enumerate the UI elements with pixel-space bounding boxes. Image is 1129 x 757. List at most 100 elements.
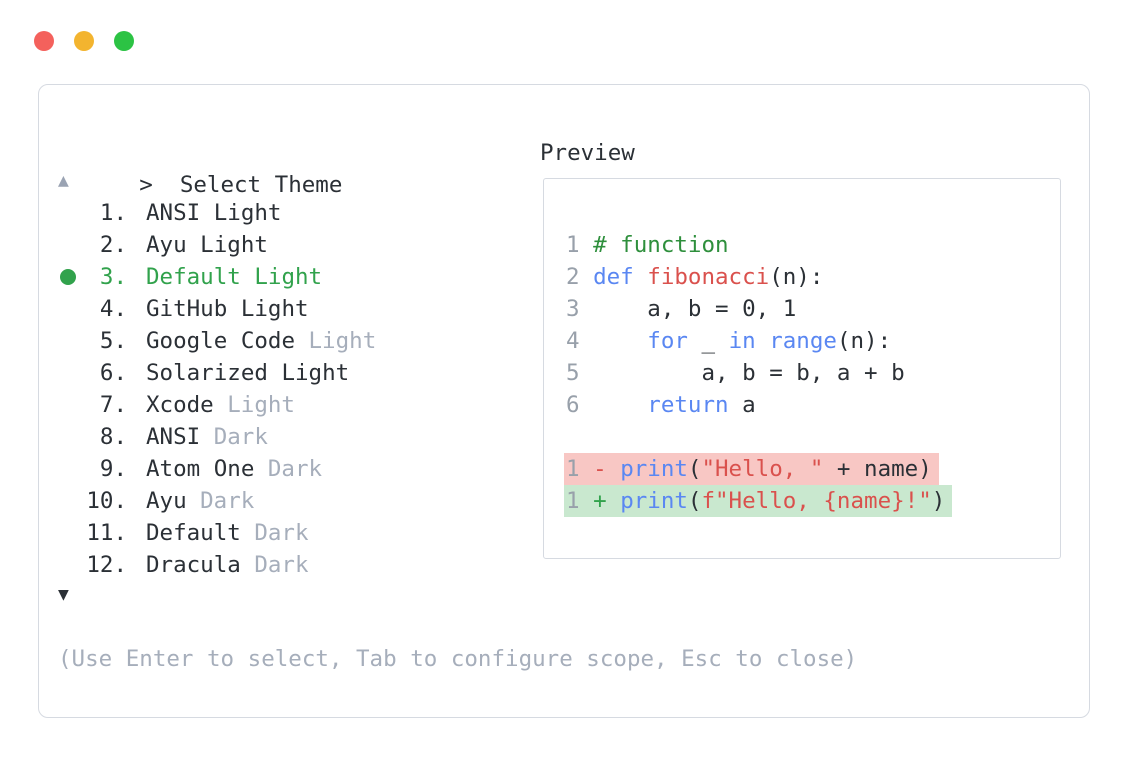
bullet-slot — [58, 197, 85, 229]
theme-item-number: 12. — [86, 552, 127, 578]
code-line: 1 # function — [566, 229, 1060, 261]
code-token: _ — [687, 328, 729, 354]
code-token: + — [593, 488, 607, 514]
theme-list-item[interactable]: 6. Solarized Light — [39, 357, 519, 389]
bullet-slot — [58, 357, 85, 389]
bullet-slot — [58, 453, 85, 485]
theme-item-name: GitHub Light — [146, 296, 309, 322]
code-token — [593, 392, 647, 418]
line-number: 3 — [566, 296, 594, 322]
theme-item-number: 11. — [86, 520, 127, 546]
theme-item-name: Google Code — [146, 328, 296, 354]
code-token: (n): — [836, 328, 892, 354]
line-number: 1 — [566, 488, 594, 514]
theme-list-item[interactable]: 2.Ayu Light — [39, 229, 519, 261]
theme-item-variant: Light — [308, 328, 377, 354]
line-number: 1 — [566, 232, 594, 258]
code-token: print — [620, 488, 688, 514]
theme-list-item[interactable]: 1. ANSI Light — [39, 197, 519, 229]
code-token: ( — [687, 456, 702, 482]
theme-item-name: Dracula — [146, 552, 241, 578]
theme-list-item[interactable]: 3. Default Light — [39, 261, 519, 293]
preview-title: Preview — [540, 140, 635, 166]
code-token: fibonacci — [647, 264, 770, 290]
code-token — [593, 328, 647, 354]
code-token: f"Hello, {name}!" — [701, 488, 932, 514]
diff-highlight-removed: 1 - print("Hello, " + name) — [564, 453, 939, 485]
code-token: def — [593, 264, 634, 290]
bullet-slot — [58, 325, 85, 357]
theme-item-name: Default — [146, 520, 241, 546]
bullet-slot — [58, 421, 85, 453]
code-token: range — [769, 328, 837, 354]
line-number: 1 — [566, 456, 594, 482]
code-token: + name) — [823, 456, 932, 482]
selected-dot-icon — [60, 269, 76, 285]
theme-item-number: 6. — [99, 360, 127, 386]
code-token: in — [728, 328, 756, 354]
bullet-slot — [58, 485, 85, 517]
code-token: for — [647, 328, 688, 354]
line-number: 4 — [566, 328, 594, 354]
theme-item-number: 3. — [99, 264, 127, 290]
picker-title: Select Theme — [179, 172, 343, 198]
window-controls — [34, 31, 134, 51]
bullet-slot — [58, 517, 85, 549]
code-token: return — [647, 392, 729, 418]
theme-item-name: Ayu — [146, 488, 187, 514]
code-line: 6 return a — [566, 389, 1060, 421]
theme-item-name: Solarized Light — [146, 360, 350, 386]
code-token: # function — [593, 232, 729, 258]
line-number: 5 — [566, 360, 594, 386]
code-token: a, b = b, a + b — [593, 360, 905, 386]
line-number: 6 — [566, 392, 594, 418]
minimize-button[interactable] — [74, 31, 94, 51]
theme-list-item[interactable]: 4.GitHub Light — [39, 293, 519, 325]
theme-item-name: ANSI — [146, 424, 201, 450]
code-token: a, b = 0, 1 — [593, 296, 797, 322]
selected-bullet — [58, 261, 85, 293]
code-token — [634, 264, 648, 290]
close-button[interactable] — [34, 31, 54, 51]
code-token — [756, 328, 770, 354]
theme-item-name: Default Light — [146, 264, 323, 290]
scroll-up-icon[interactable]: ▲ — [58, 170, 69, 191]
code-token: a — [728, 392, 756, 418]
code-token: ) — [931, 488, 946, 514]
theme-list-item[interactable]: 12. Dracula Dark — [39, 549, 519, 581]
theme-list: 1. ANSI Light 2.Ayu Light 3. Default Light 4.… — [39, 197, 519, 581]
diff-highlight-added: 1 + print(f"Hello, {name}!") — [564, 485, 953, 517]
scroll-down-icon[interactable]: ▼ — [58, 584, 69, 605]
zoom-button[interactable] — [114, 31, 134, 51]
theme-item-variant: Dark — [200, 488, 255, 514]
theme-item-name: Ayu Light — [146, 232, 268, 258]
code-token: print — [620, 456, 688, 482]
diff-lines: 1 - print("Hello, " + name)1 + print(f"H… — [564, 453, 1060, 517]
theme-item-variant: Dark — [213, 424, 268, 450]
diff-line-removed: 1 - print("Hello, " + name) — [564, 453, 1060, 485]
theme-item-variant: Dark — [267, 456, 323, 482]
theme-item-name: ANSI Light — [146, 200, 282, 226]
theme-item-number: 9. — [99, 456, 127, 482]
theme-item-variant: Dark — [254, 552, 309, 578]
bullet-slot — [58, 549, 85, 581]
bullet-slot — [58, 389, 85, 421]
prompt-symbol: > — [139, 172, 153, 198]
theme-item-number: 7. — [99, 392, 127, 418]
theme-picker-panel: > Select Theme Preview ▲ 1. ANSI Light 2.Ay… — [38, 84, 1090, 718]
code-line: 4 for _ in range(n): — [566, 325, 1060, 357]
code-token — [607, 456, 621, 482]
diff-line-added: 1 + print(f"Hello, {name}!") — [564, 485, 1060, 517]
theme-item-number: 1. — [99, 200, 127, 226]
code-token: (n): — [769, 264, 824, 290]
line-number: 2 — [566, 264, 594, 290]
